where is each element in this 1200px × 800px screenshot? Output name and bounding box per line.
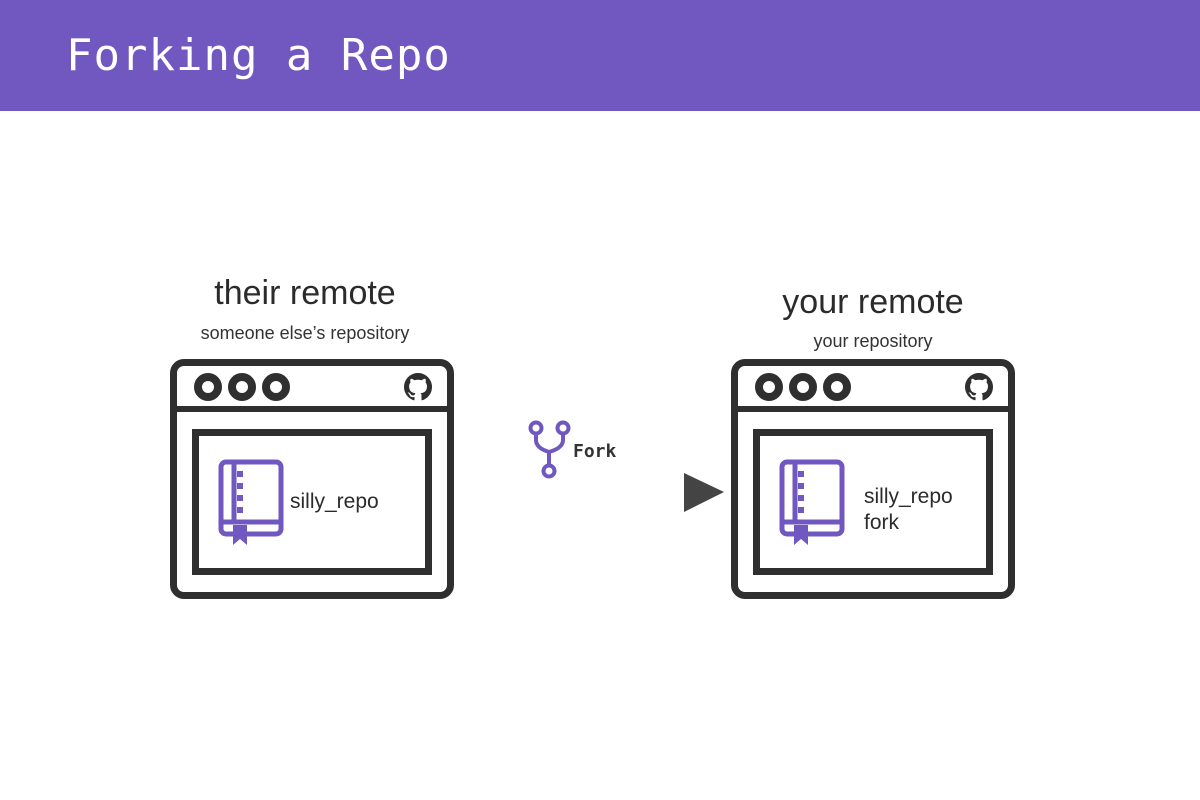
window-dot-icon bbox=[194, 373, 222, 401]
page-title: Forking a Repo bbox=[66, 30, 451, 81]
window-dot-icon bbox=[262, 373, 290, 401]
titlebar-divider bbox=[731, 406, 1015, 412]
titlebar-divider bbox=[170, 406, 454, 412]
their-remote-title: their remote bbox=[214, 274, 396, 312]
your-remote-subtitle: your repository bbox=[813, 331, 933, 351]
repo-name-line: fork bbox=[864, 511, 900, 534]
repo-name: silly_repo fork bbox=[864, 484, 953, 536]
window-dot-icon bbox=[789, 373, 817, 401]
your-remote-title: your remote bbox=[782, 283, 964, 321]
github-icon bbox=[404, 373, 432, 401]
your-remote-window: silly_repo fork bbox=[731, 359, 1015, 599]
repo-panel: silly_repo bbox=[192, 429, 432, 575]
github-icon bbox=[965, 373, 993, 401]
window-dot-icon bbox=[228, 373, 256, 401]
window-dot-icon bbox=[823, 373, 851, 401]
repo-book-icon bbox=[218, 459, 284, 545]
repo-book-icon bbox=[779, 459, 845, 545]
their-remote-subtitle: someone else’s repository bbox=[200, 323, 410, 343]
repo-panel: silly_repo fork bbox=[753, 429, 993, 575]
window-dot-icon bbox=[755, 373, 783, 401]
header-bar: Forking a Repo bbox=[0, 0, 1200, 111]
repo-name-line: silly_repo bbox=[864, 485, 953, 508]
their-remote-window: silly_repo bbox=[170, 359, 454, 599]
fork-arrow bbox=[466, 473, 724, 512]
fork-label: Fork bbox=[573, 441, 617, 462]
git-fork-icon bbox=[528, 420, 571, 479]
repo-name: silly_repo bbox=[290, 490, 379, 513]
